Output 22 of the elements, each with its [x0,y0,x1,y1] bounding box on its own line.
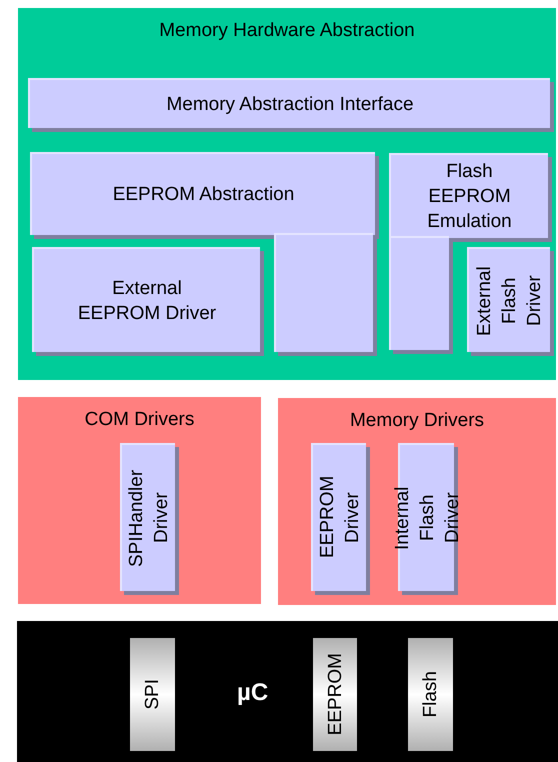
module-label: EEPROM Abstraction [112,183,294,207]
peripheral-block [408,638,453,751]
layer-panel [17,621,558,762]
layer-panel [18,8,556,380]
layer-title: Memory Hardware Abstraction [159,19,415,43]
layer-title: Memory Drivers [350,409,484,433]
peripheral-block [130,638,175,751]
layer-title: COM Drivers [84,408,194,432]
peripheral-label: EEPROM [324,653,346,736]
layer-panel [278,398,556,605]
layer-panel [18,397,261,604]
peripheral-label: SPI [141,679,164,710]
module-label: SPIHandler Driver [124,468,172,569]
module-label: Memory Abstraction Interface [166,92,414,116]
module-label: Internal Flash Driver [390,485,464,552]
module-label: Flash EEPROM Emulation [426,160,513,234]
module-label: External EEPROM Driver [76,276,218,326]
peripheral-label: Flash [419,671,442,718]
peripheral-block [313,638,357,751]
module-label: External Flash Driver [473,264,546,338]
module-label: EEPROM Driver [316,478,364,558]
layer-title: µC [237,680,268,705]
